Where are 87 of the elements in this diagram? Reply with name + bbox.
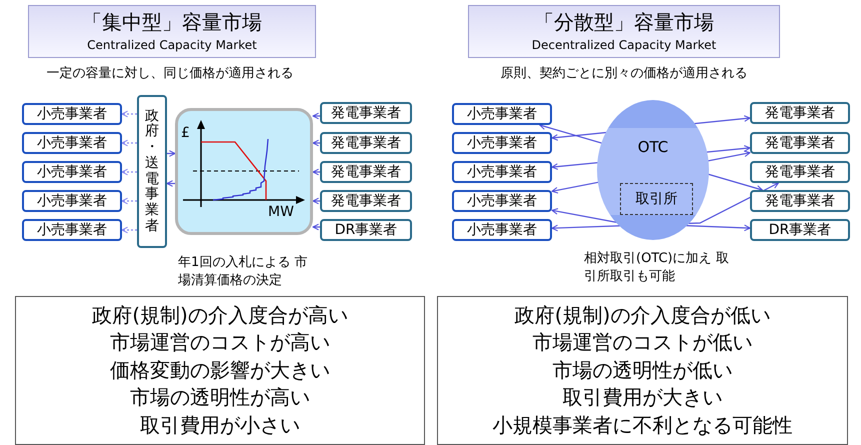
heading: 「分散型」容量市場 — [534, 10, 714, 34]
summary-line: 政府(規制)の介入度合が低い — [514, 302, 770, 329]
axis-label: £ — [181, 124, 191, 143]
generator-box — [750, 102, 850, 124]
note: 相対取引(OTC)に加え 取引所取引も可能 — [584, 250, 730, 286]
summary-line: 市場の透明性が低い — [552, 356, 732, 384]
summary-line: 市場の透明性が高い — [130, 384, 310, 412]
generator-box — [750, 161, 850, 183]
box-label: 小売事業者 — [37, 106, 107, 122]
box-label: 発電事業者 — [331, 164, 401, 180]
box-label: 発電事業者 — [765, 192, 835, 210]
summary-box — [15, 296, 425, 445]
retailer-box — [452, 219, 552, 241]
subtitle: 原則、契約ごとに別々の価格が適用される — [500, 65, 748, 83]
arrow — [551, 150, 751, 194]
generator-box — [320, 102, 412, 124]
title-banner — [28, 5, 316, 58]
box-label: OTC — [638, 138, 668, 156]
retailer-box — [452, 190, 552, 212]
arrow — [312, 112, 320, 120]
summary-line: 市場運営のコストが低い — [532, 329, 752, 356]
box-label: 発電事業者 — [331, 104, 401, 122]
arrow — [121, 110, 137, 118]
operator-box — [137, 95, 167, 248]
box-label: 小売事業者 — [467, 222, 537, 238]
retailer-box — [22, 132, 122, 154]
box-label: 小売事業者 — [467, 164, 537, 180]
arrow — [121, 226, 137, 234]
axis-label: MW — [268, 203, 295, 222]
arrow — [551, 208, 751, 232]
summary-line: 取引費用が小さい — [140, 412, 300, 439]
retailer-box — [452, 161, 552, 183]
arrow — [312, 140, 320, 146]
summary-line: 市場運営のコストが高い — [110, 329, 330, 356]
subheading: Decentralized Capacity Market — [532, 38, 716, 53]
retailer-box — [22, 103, 122, 125]
generator-box — [320, 161, 412, 183]
box-label: 小売事業者 — [467, 192, 537, 210]
arrow — [167, 150, 176, 157]
box-label: 小売事業者 — [37, 164, 107, 180]
box-label: 発電事業者 — [765, 104, 835, 122]
box-label: 小売事業者 — [37, 222, 107, 238]
arrow — [551, 145, 751, 170]
box-label: DR事業者 — [768, 222, 832, 238]
arrow — [121, 168, 137, 176]
generator-box — [320, 219, 412, 241]
generator-box — [750, 190, 850, 212]
box-label: 発電事業者 — [331, 134, 401, 152]
retailer-box — [22, 161, 122, 183]
arrow — [166, 180, 175, 187]
box-label: 小売事業者 — [467, 106, 537, 122]
arrow — [312, 224, 320, 230]
arrow — [121, 140, 137, 146]
box-label: 発電事業者 — [331, 192, 401, 210]
retailer-box — [452, 103, 552, 125]
market-panel — [175, 108, 313, 235]
box-label: 取引所 — [636, 190, 678, 208]
summary-line: 価格変動の影響が大きい — [110, 356, 330, 384]
generator-box — [750, 132, 850, 154]
arrow — [551, 182, 779, 232]
arrow — [551, 115, 751, 141]
arrow — [312, 198, 320, 204]
summary-line: 取引費用が大きい — [562, 384, 722, 412]
summary-line: 政府(規制)の介入度合が高い — [92, 302, 348, 329]
generator-box — [750, 219, 850, 241]
box-label: 小売事業者 — [467, 134, 537, 152]
box-label: 発電事業者 — [765, 164, 835, 180]
summary-box — [437, 296, 848, 445]
note: 年1回の入札による 市場清算価格の決定 — [178, 254, 308, 290]
subtitle: 一定の容量に対し、同じ価格が適用される — [46, 65, 294, 83]
box-label: 発電事業者 — [765, 134, 835, 152]
box-label: 政府・送電事業者 — [145, 108, 159, 234]
subheading: Centralized Capacity Market — [87, 38, 257, 53]
title-banner — [468, 5, 780, 58]
generator-box — [320, 190, 412, 212]
retailer-box — [452, 132, 552, 154]
arrow — [312, 168, 320, 176]
retailer-box — [22, 219, 122, 241]
generator-box — [320, 132, 412, 154]
summary-line: 小規模事業者に不利となる可能性 — [492, 412, 792, 439]
exchange-box — [620, 183, 693, 215]
box-label: 小売事業者 — [37, 192, 107, 210]
arrow — [121, 198, 137, 204]
box-label: DR事業者 — [334, 222, 398, 238]
heading: 「集中型」容量市場 — [82, 10, 262, 34]
box-label: 小売事業者 — [37, 134, 107, 152]
retailer-box — [22, 190, 122, 212]
